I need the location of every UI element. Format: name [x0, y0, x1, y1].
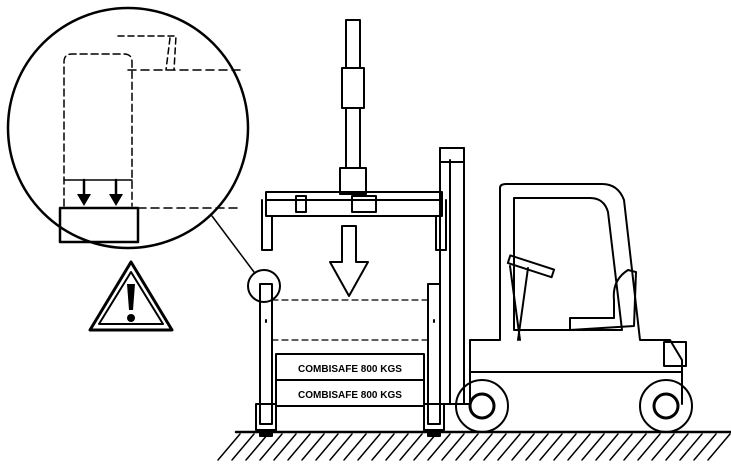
front-wheel — [455, 379, 509, 433]
ground-hatch-line — [441, 433, 465, 461]
combisafe-panel-bottom — [275, 379, 425, 407]
ground-hatch-line — [469, 433, 493, 461]
ground-hatch-line — [273, 433, 297, 461]
ground — [217, 430, 731, 461]
ground-hatch-line — [371, 433, 395, 461]
down-arrow-icon — [77, 178, 91, 206]
detail-magnifier — [6, 6, 250, 250]
ground-hatch-line — [287, 433, 311, 461]
ground-hatch-line — [385, 433, 409, 461]
ground-hatch-line — [427, 433, 451, 461]
ground-hatch-line — [609, 433, 633, 461]
ground-hatch-line — [511, 433, 535, 461]
down-arrow-icon — [109, 178, 123, 206]
ground-hatch-line — [329, 433, 353, 461]
detail-leader-line — [211, 215, 255, 273]
lifting-attachment — [261, 19, 447, 297]
ground-hatch-line — [399, 433, 423, 461]
ground-hatch-line — [231, 433, 255, 461]
combisafe-frame: COMBISAFE 800 KGS COMBISAFE 800 KGS — [255, 283, 445, 437]
combisafe-label-bottom: COMBISAFE 800 KGS — [298, 390, 402, 401]
ground-hatch-line — [315, 433, 339, 461]
ground-hatch-line — [497, 433, 521, 461]
ground-hatch-line — [595, 433, 619, 461]
ground-hatch-line — [301, 433, 325, 461]
rear-wheel — [639, 379, 693, 433]
ground-hatch-line — [707, 433, 731, 461]
ground-hatch-line — [455, 433, 479, 461]
ground-hatch-line — [665, 433, 689, 461]
warning-triangle-icon — [88, 260, 174, 332]
ground-hatch-line — [567, 433, 591, 461]
ground-hatch-line — [553, 433, 577, 461]
ground-hatch-line — [217, 433, 241, 461]
combisafe-label-top: COMBISAFE 800 KGS — [298, 364, 402, 375]
ground-hatch-line — [413, 433, 437, 461]
forklift — [439, 147, 693, 433]
ground-hatch-line — [679, 433, 703, 461]
ground-hatch-line — [637, 433, 661, 461]
ground-hatch-line — [651, 433, 675, 461]
ground-hatch-line — [483, 433, 507, 461]
ground-hatch-line — [581, 433, 605, 461]
ground-hatch-line — [259, 433, 283, 461]
ground-hatch-line — [539, 433, 563, 461]
detail-marker-circle — [247, 269, 281, 303]
ground-hatch-line — [623, 433, 647, 461]
lowering-arrow — [329, 225, 369, 297]
ground-hatch-line — [357, 433, 381, 461]
ground-hatch-line — [343, 433, 367, 461]
ground-hatch-line — [245, 433, 269, 461]
ground-hatch-line — [693, 433, 717, 461]
ground-hatch-line — [525, 433, 549, 461]
